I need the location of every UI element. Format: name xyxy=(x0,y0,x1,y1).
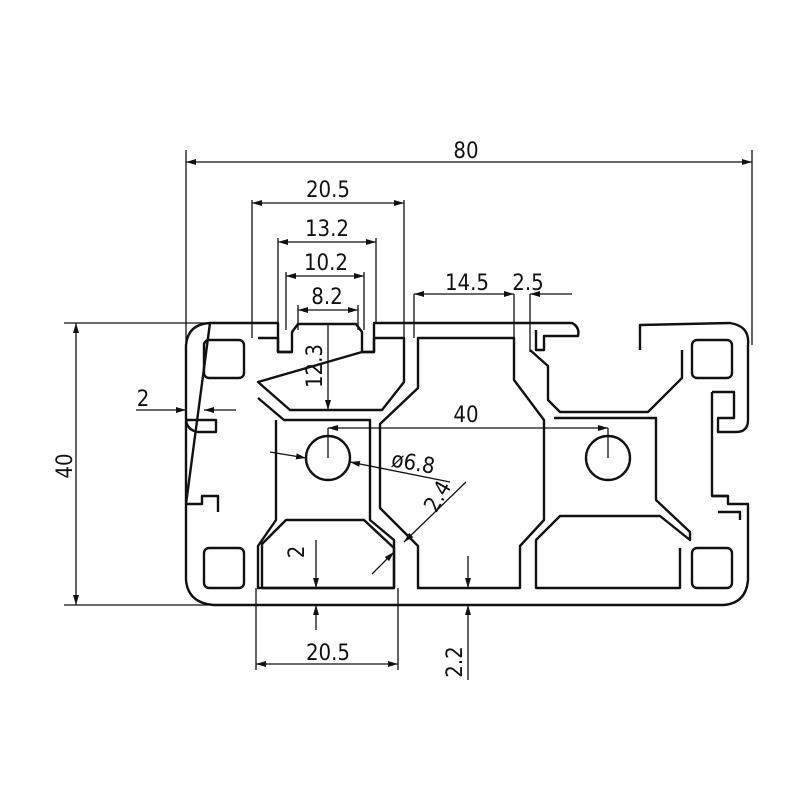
dim-bottom-wall: 2 xyxy=(285,546,310,559)
right-core xyxy=(534,416,692,590)
dim-hole-diameter: ø6.8 xyxy=(390,448,437,480)
dim-overall-height: 40 xyxy=(53,453,78,478)
dim-bottom-web: 2.2 xyxy=(443,646,468,677)
corner-pocket-tl xyxy=(202,338,246,380)
profile-outline xyxy=(184,321,750,607)
right-upper-cavity xyxy=(529,349,684,414)
center-upper-cavity xyxy=(378,336,546,590)
dim-rib-width: 14.5 xyxy=(445,271,489,296)
dim-slot-opening: 8.2 xyxy=(311,285,342,310)
dim-slot-13: 13.2 xyxy=(305,217,349,242)
dimension-lines xyxy=(64,150,753,680)
left-core xyxy=(256,397,396,590)
lower-left-cavity xyxy=(260,518,396,590)
dim-slot-depth: 12.3 xyxy=(303,344,328,388)
dim-slot-10: 10.2 xyxy=(304,251,348,276)
corner-pocket-bl xyxy=(202,546,246,590)
dim-web-thickness: 2.4 xyxy=(420,477,457,517)
dim-top-slot-width: 20.5 xyxy=(306,178,350,203)
dim-hole-spacing: 40 xyxy=(453,403,478,428)
top-slot-cavity xyxy=(256,336,406,412)
right-slot-hook xyxy=(712,494,742,520)
dim-wall-thickness: 2.5 xyxy=(512,271,543,296)
profile-body xyxy=(184,321,750,607)
dimension-labels: 80 20.5 13.2 10.2 8.2 12.3 14.5 2.5 40 2… xyxy=(53,139,544,678)
corner-pocket-tr xyxy=(690,338,734,380)
corner-pocket-br xyxy=(690,546,734,590)
dim-overall-width: 80 xyxy=(453,139,478,164)
dim-side-wall: 2 xyxy=(137,387,150,412)
dim-bottom-slot-width: 20.5 xyxy=(306,641,350,666)
